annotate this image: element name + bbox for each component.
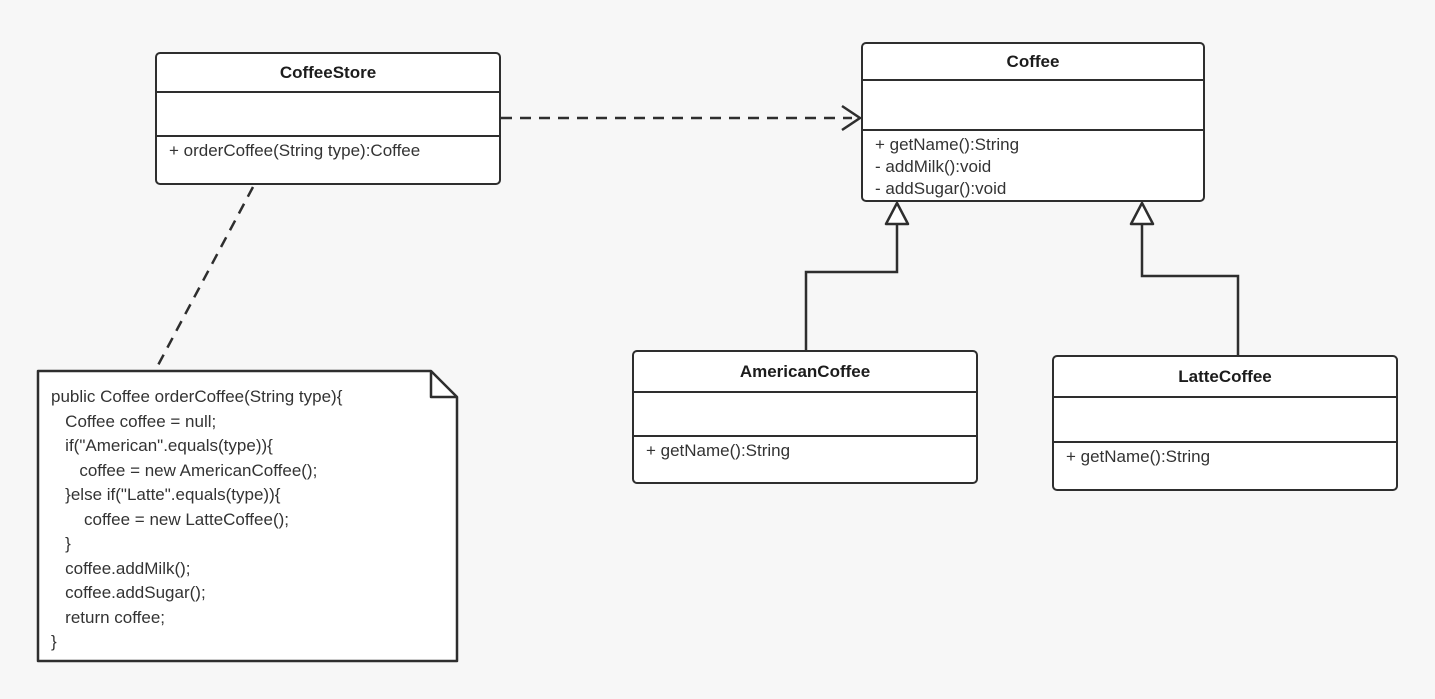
dependency-arrow[interactable] [501, 104, 863, 132]
hollow-triangle-icon [1129, 201, 1155, 226]
operation: + getName():String [1066, 447, 1211, 466]
class-lattecoffee-title: LatteCoffee [1054, 357, 1396, 398]
class-americancoffee-attributes [634, 393, 976, 437]
code-line: } [51, 534, 71, 553]
operation: + getName():String [875, 135, 1020, 154]
class-lattecoffee[interactable]: LatteCoffee + getName():String [1052, 355, 1398, 491]
class-lattecoffee-attributes [1054, 398, 1396, 443]
class-coffee-title: Coffee [863, 44, 1203, 81]
class-coffeestore-title: CoffeeStore [157, 54, 499, 93]
note-anchor-line[interactable] [154, 186, 255, 370]
generalization-lattecoffee[interactable] [1129, 201, 1240, 355]
operation: + orderCoffee(String type):Coffee [169, 141, 421, 160]
code-line: return coffee; [51, 607, 166, 627]
code-line: } [51, 632, 57, 651]
class-lattecoffee-operations: + getName():String [1054, 443, 1396, 489]
class-americancoffee-title: AmericanCoffee [634, 352, 976, 393]
class-coffee-attributes [863, 81, 1203, 131]
code-line: }else if("Latte".equals(type)){ [51, 485, 281, 504]
note-fold-icon [429, 371, 457, 399]
code-line: coffee.addSugar(); [51, 583, 206, 602]
operation: - addMilk():void [875, 157, 992, 176]
note-shape[interactable] [36, 369, 459, 663]
note-code[interactable]: public Coffee orderCoffee(String type){ … [38, 370, 458, 663]
code-line: public Coffee orderCoffee(String type){ [51, 387, 343, 406]
code-line: coffee.addMilk(); [51, 558, 191, 578]
open-arrowhead-icon [841, 104, 863, 132]
code-line: coffee = new AmericanCoffee(); [51, 460, 318, 480]
class-coffee[interactable]: Coffee + getName():String - addMilk():vo… [861, 42, 1205, 202]
operation: + getName():String [646, 441, 791, 460]
generalization-americancoffee[interactable] [804, 201, 910, 350]
code-line: coffee = new LatteCoffee(); [51, 509, 289, 529]
hollow-triangle-icon [884, 201, 910, 226]
operation: - addSugar():void [875, 179, 1007, 198]
class-coffeestore[interactable]: CoffeeStore + orderCoffee(String type):C… [155, 52, 501, 185]
code-line: if("American".equals(type)){ [51, 436, 273, 455]
code-line: Coffee coffee = null; [51, 411, 217, 431]
class-coffeestore-attributes [157, 93, 499, 137]
class-coffee-operations: + getName():String - addMilk():void - ad… [863, 131, 1203, 200]
class-americancoffee-operations: + getName():String [634, 437, 976, 482]
class-coffeestore-operations: + orderCoffee(String type):Coffee [157, 137, 499, 183]
class-americancoffee[interactable]: AmericanCoffee + getName():String [632, 350, 978, 484]
